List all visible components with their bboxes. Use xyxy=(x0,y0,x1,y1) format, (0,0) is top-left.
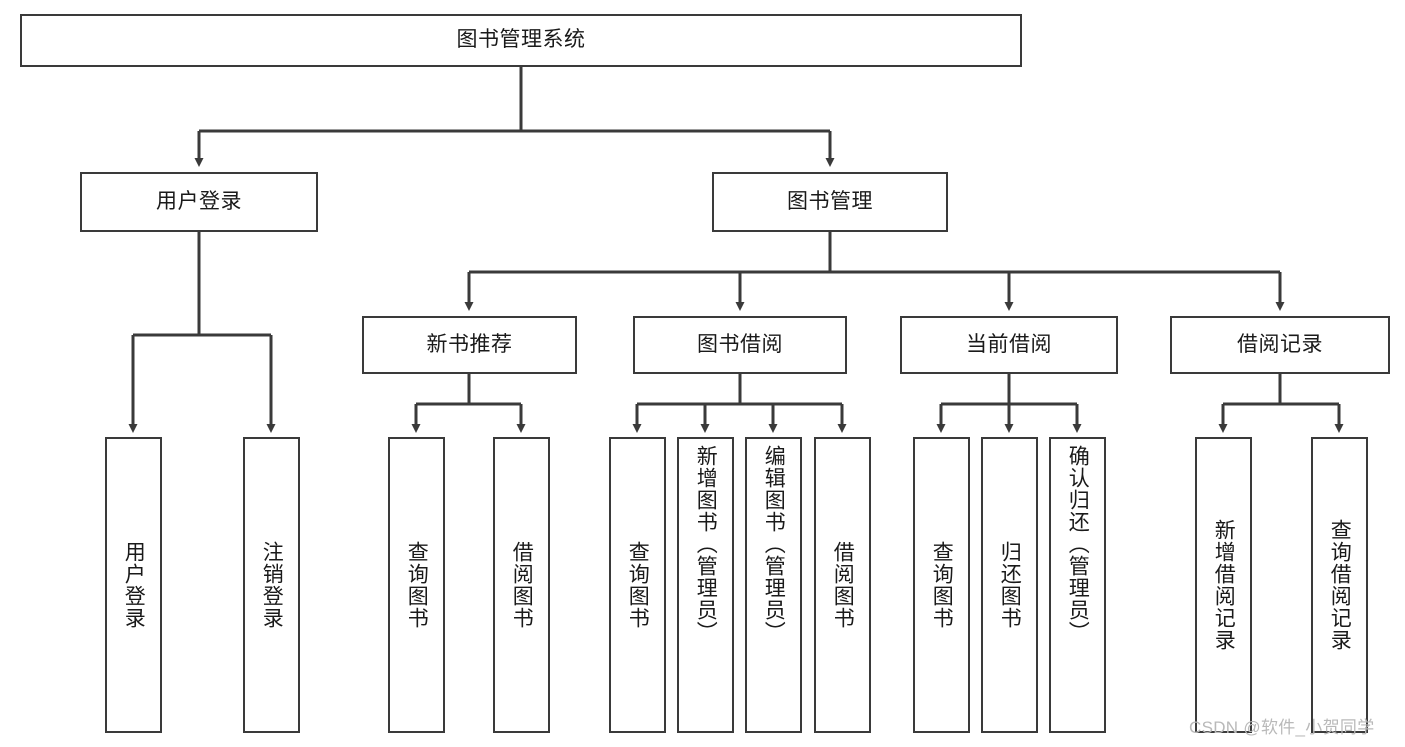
leaf-current-borrow-query[interactable]: 查询图书 xyxy=(913,437,970,733)
node-user-login-label: 用户登录 xyxy=(156,189,242,213)
leaf-new-book-borrow-label: 借阅图书 xyxy=(510,541,534,629)
leaf-current-borrow-return[interactable]: 归还图书 xyxy=(981,437,1038,733)
node-borrow-record[interactable]: 借阅记录 xyxy=(1170,316,1390,374)
csdn-watermark: CSDN @软件_小贺同学 xyxy=(1189,718,1375,737)
leaf-user-login-login-label: 用户登录 xyxy=(122,541,146,629)
leaf-user-login-login[interactable]: 用户登录 xyxy=(105,437,162,733)
leaf-borrow-record-add[interactable]: 新增借阅记录 xyxy=(1195,437,1252,733)
leaf-current-borrow-confirm-label: 确认归还（管理员） xyxy=(1066,445,1090,643)
node-current-borrow[interactable]: 当前借阅 xyxy=(900,316,1118,374)
node-root-system[interactable]: 图书管理系统 xyxy=(20,14,1022,67)
node-borrow-record-label: 借阅记录 xyxy=(1237,332,1323,356)
node-root-system-label: 图书管理系统 xyxy=(456,28,586,52)
leaf-book-borrow-edit[interactable]: 编辑图书（管理员） xyxy=(745,437,802,733)
leaf-new-book-borrow[interactable]: 借阅图书 xyxy=(493,437,550,733)
leaf-current-borrow-return-label: 归还图书 xyxy=(998,541,1022,629)
leaf-book-borrow-query-label: 查询图书 xyxy=(626,541,650,629)
node-new-book-recommend-label: 新书推荐 xyxy=(426,332,513,356)
node-user-login[interactable]: 用户登录 xyxy=(80,172,318,232)
leaf-book-borrow-query[interactable]: 查询图书 xyxy=(609,437,666,733)
node-book-borrow-label: 图书借阅 xyxy=(697,332,783,356)
leaf-borrow-record-add-label: 新增借阅记录 xyxy=(1212,519,1236,651)
leaf-user-login-logout-label: 注销登录 xyxy=(260,541,284,629)
node-new-book-recommend[interactable]: 新书推荐 xyxy=(362,316,577,374)
leaf-book-borrow-borrow-label: 借阅图书 xyxy=(831,541,855,629)
leaf-user-login-logout[interactable]: 注销登录 xyxy=(243,437,300,733)
leaf-book-borrow-add[interactable]: 新增图书（管理员） xyxy=(677,437,734,733)
node-book-borrow[interactable]: 图书借阅 xyxy=(633,316,847,374)
leaf-new-book-query[interactable]: 查询图书 xyxy=(388,437,445,733)
leaf-current-borrow-query-label: 查询图书 xyxy=(930,541,954,629)
node-book-manage[interactable]: 图书管理 xyxy=(712,172,948,232)
leaf-current-borrow-confirm[interactable]: 确认归还（管理员） xyxy=(1049,437,1106,733)
leaf-book-borrow-edit-label: 编辑图书（管理员） xyxy=(762,445,786,643)
leaf-book-borrow-borrow[interactable]: 借阅图书 xyxy=(814,437,871,733)
node-current-borrow-label: 当前借阅 xyxy=(966,332,1052,356)
leaf-new-book-query-label: 查询图书 xyxy=(405,541,429,629)
leaf-borrow-record-query-label: 查询借阅记录 xyxy=(1328,519,1352,651)
leaf-book-borrow-add-label: 新增图书（管理员） xyxy=(694,445,718,643)
leaf-borrow-record-query[interactable]: 查询借阅记录 xyxy=(1311,437,1368,733)
node-book-manage-label: 图书管理 xyxy=(787,189,873,213)
